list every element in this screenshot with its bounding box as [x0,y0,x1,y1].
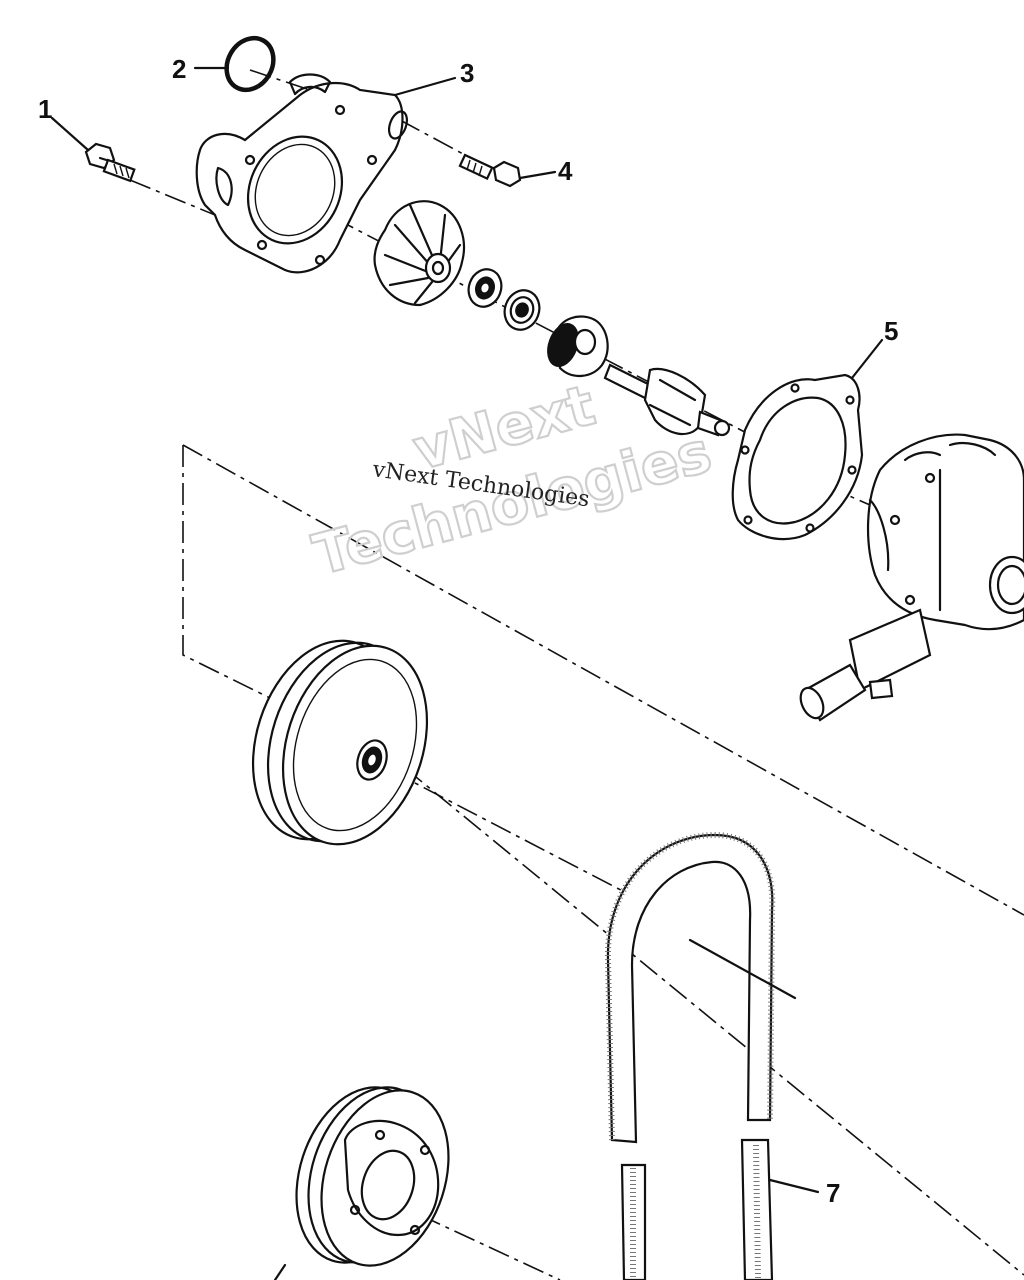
reference-frame [182,444,1024,1276]
callout-4: 4 [558,156,573,186]
part-4-bolt [458,153,522,188]
leader-lines [50,66,884,1280]
part-7-drive-belt [604,831,797,1280]
pump-shaft [603,363,731,437]
lower-pulley [295,1086,450,1267]
impeller [373,200,466,307]
upper-pulley [251,639,429,846]
callout-1: 1 [38,94,52,124]
part-3-pump-cover [195,73,409,274]
pump-body [799,433,1024,722]
callout-7: 7 [826,1178,840,1208]
part-1-bolt [84,142,136,183]
callout-2: 2 [172,54,186,84]
callout-5: 5 [884,316,898,346]
part-2-o-ring [224,35,276,93]
callout-3: 3 [460,58,474,88]
seal-assembly [467,268,609,377]
callout-labels: 1 2 3 4 5 7 [38,54,898,1208]
part-5-gasket [731,373,864,540]
